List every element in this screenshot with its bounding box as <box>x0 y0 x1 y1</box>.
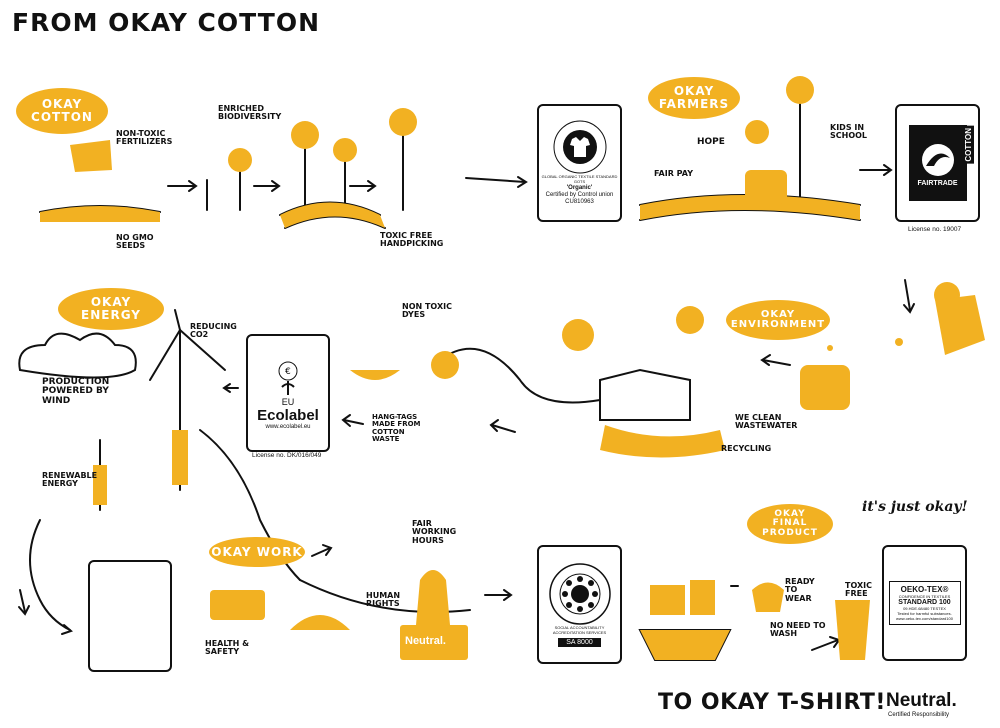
badge-line: COTTON <box>31 110 93 124</box>
label-no-gmo-seeds: NO GMO SEEDS <box>116 233 154 251</box>
label-hang-tags: HANG-TAGS MADE FROM COTTON WASTE <box>372 413 421 444</box>
fairtrade-word: FAIRTRADE <box>917 179 958 187</box>
fairtrade-license: License no. 19007 <box>908 226 962 233</box>
gots-organic: 'Organic' <box>566 185 593 192</box>
label-human-rights: HUMAN RIGHTS <box>366 591 401 609</box>
badge-line: ENVIRONMENT <box>730 319 826 330</box>
oekotex-tested: Tested for harmful substances. <box>897 611 952 616</box>
badge-line: OKAY <box>90 295 132 310</box>
oekotex-code: 09.HDE.68480 TESTEX <box>903 606 946 611</box>
oekotex-name: OEKO-TEX® <box>900 585 949 594</box>
label-no-need-to-wash: NO NEED TO WASH <box>770 621 826 639</box>
okay-work-badge: OKAY WORK <box>209 537 305 567</box>
wind-turbine-card <box>88 560 172 672</box>
label-its-just-okay: it's just okay! <box>862 499 968 515</box>
label-health-safety: HEALTH & SAFETY <box>205 639 250 657</box>
gots-shirt-icon <box>553 120 606 174</box>
oekotex-standard: STANDARD 100 <box>898 599 951 606</box>
neutral-logo: Neutral. <box>886 690 957 711</box>
okay-energy-badge: OKAY ENERGY <box>58 288 164 330</box>
badge-line: OKAY <box>41 97 83 112</box>
sa8000-ring-text: SOCIAL ACCOUNTABILITY ACCREDITATION SERV… <box>552 624 607 635</box>
fairtrade-logo-icon <box>921 143 954 176</box>
label-fair-working-hours: FAIR WORKING HOURS <box>412 519 457 545</box>
okay-environment-badge: OKAY ENVIRONMENT <box>726 300 830 340</box>
label-enriched-biodiversity: ENRICHED BIODIVERSITY <box>218 104 282 122</box>
gots-ring-text: GLOBAL ORGANIC TEXTILE STANDARD <box>541 174 618 180</box>
label-we-clean-wastewater: WE CLEAN WASTEWATER <box>735 413 798 431</box>
label-recycling: RECYCLING <box>721 444 772 453</box>
label-ready-to-wear: READY TO WEAR <box>785 577 815 603</box>
label-toxic-free: TOXIC FREE <box>845 581 872 599</box>
okay-farmers-badge: OKAY FARMERS <box>648 77 740 119</box>
label-fair-pay: FAIR PAY <box>654 169 694 178</box>
okay-cotton-badge: OKAY COTTON <box>16 88 108 134</box>
badge-line: OKAY <box>760 308 796 320</box>
badge-line: FARMERS <box>658 97 730 111</box>
svg-text:€: € <box>285 367 291 377</box>
gots-certified-by: Certified by Control union <box>545 192 614 199</box>
oekotex-sub: CONFIDENCE IN TEXTILES <box>898 594 951 599</box>
neutral-tagline: Certified Responsibility <box>888 712 950 718</box>
oekotex-url: www.oeko-tex.com/standard100 <box>896 616 953 621</box>
okay-final-product-badge: OKAY FINAL PRODUCT <box>747 504 833 544</box>
badge-line: OKAY WORK <box>211 544 303 559</box>
badge-line: FINAL PRODUCT <box>762 518 818 538</box>
ecolabel-url: www.ecolabel.eu <box>265 423 311 430</box>
gots-license: CU810963 <box>565 199 594 206</box>
fairtrade-cotton-label: COTTON <box>963 126 974 164</box>
label-hope: HOPE <box>697 137 725 147</box>
sa8000-certificate: SOCIAL ACCOUNTABILITY ACCREDITATION SERV… <box>537 545 622 664</box>
badge-line: ENERGY <box>81 308 141 322</box>
sa8000-seal-icon <box>548 562 611 625</box>
label-reducing-co2: REDUCING CO2 <box>190 322 237 340</box>
badge-line: OKAY <box>774 508 806 519</box>
label-production-wind: PRODUCTION POWERED BY WIND <box>42 377 110 406</box>
label-toxic-free-handpicking: TOXIC FREE HANDPICKING <box>380 231 444 249</box>
ecolabel-eu: EU <box>281 396 295 407</box>
label-non-toxic-fertilizers: NON-TOXIC FERTILIZERS <box>116 129 173 147</box>
fairtrade-mark: FAIRTRADE <box>908 125 967 201</box>
ecolabel-license: License no. DK/016/049 <box>252 452 322 459</box>
eu-flower-icon: € <box>278 361 298 395</box>
label-kids-in-school: KIDS IN SCHOOL <box>830 123 868 141</box>
ecolabel-name: Ecolabel <box>257 406 319 424</box>
oekotex-label: OEKO-TEX® CONFIDENCE IN TEXTILES STANDAR… <box>888 581 961 625</box>
gots-certificate: GLOBAL ORGANIC TEXTILE STANDARD GOTS 'Or… <box>537 104 622 222</box>
page-title: FROM OKAY COTTON <box>12 8 321 37</box>
label-non-toxic-dyes: NON TOXIC DYES <box>402 302 452 320</box>
oekotex-certificate: OEKO-TEX® CONFIDENCE IN TEXTILES STANDAR… <box>882 545 967 661</box>
badge-line: OKAY <box>673 84 715 99</box>
gots-code: GOTS <box>573 179 586 185</box>
box-neutral-label: Neutral. <box>405 635 446 647</box>
sa8000-code: SA 8000 <box>558 638 601 648</box>
ecolabel-certificate: € EU Ecolabel www.ecolabel.eu <box>246 334 330 452</box>
label-renewable-energy: RENEWABLE ENERGY <box>42 471 98 489</box>
fairtrade-certificate: FAIRTRADE COTTON <box>895 104 980 222</box>
footer-title: TO OKAY T-SHIRT! <box>658 690 886 715</box>
